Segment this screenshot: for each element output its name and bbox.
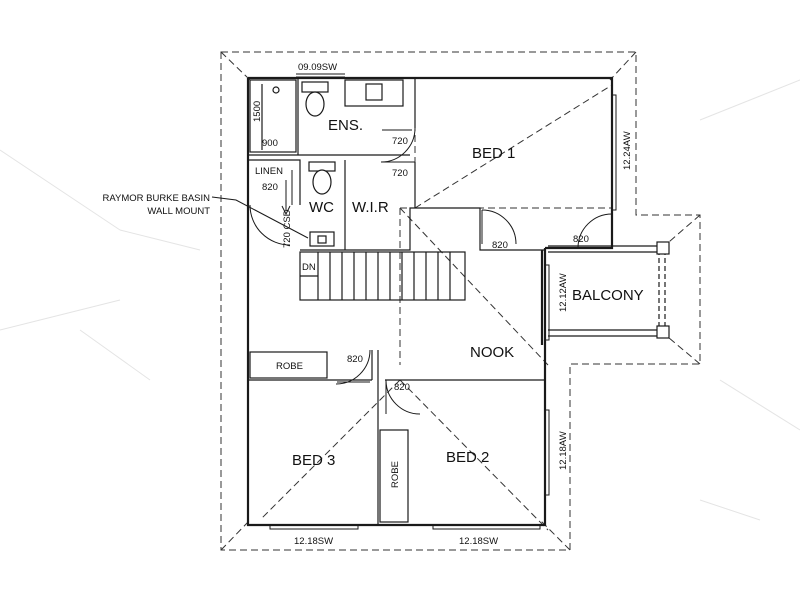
dim-bed3-bottom-window: 12.18SW: [294, 536, 333, 547]
dim-balcony-swing-door: 820: [573, 234, 589, 245]
dim-wc-door: 720 CSD: [282, 209, 293, 248]
linen-label: LINEN: [255, 166, 283, 177]
dim-ens-door-1: 720: [392, 136, 408, 147]
ens-toilet-cistern: [301, 81, 329, 93]
annotation-line-2: WALL MOUNT: [147, 206, 210, 217]
windows: [269, 73, 617, 530]
room-label-wc: WC: [309, 199, 334, 216]
staircase: [299, 251, 466, 301]
robe-label-bed2: ROBE: [390, 461, 401, 488]
room-label-bed1: BED 1: [472, 145, 515, 162]
room-label-nook: NOOK: [470, 344, 514, 361]
stair-dn-label: DN: [302, 262, 316, 273]
room-label-bed3: BED 3: [292, 452, 335, 469]
room-label-bed2: BED 2: [446, 449, 489, 466]
room-label-ens: ENS.: [328, 117, 363, 134]
dim-bed1-door: 820: [492, 240, 508, 251]
dim-top-window: 09.09SW: [298, 62, 337, 73]
dim-bed3-door: 820: [347, 354, 363, 365]
balcony-post-bottom: [656, 325, 670, 339]
background-lines: [0, 79, 800, 521]
robes: [249, 351, 409, 523]
dim-bed2-side-window: 12.18AW: [558, 431, 569, 470]
robe-label-bed3: ROBE: [276, 361, 303, 372]
fixtures: [249, 79, 404, 247]
room-label-balcony: BALCONY: [572, 287, 644, 304]
dim-bed2-door: 820: [394, 382, 410, 393]
balcony: [548, 241, 670, 339]
dim-balcony-door: 12.12AW: [558, 273, 569, 312]
dim-linen-door: 820: [262, 182, 278, 193]
shower: [249, 79, 297, 153]
dim-ens-door-2: 720: [392, 168, 408, 179]
internal-walls: [248, 78, 545, 525]
dim-bed2-bottom-window: 12.18SW: [459, 536, 498, 547]
annotation-line-1: RAYMOR BURKE BASIN: [102, 193, 210, 204]
wc-toilet: [312, 169, 332, 195]
dim-shower-width: 900: [262, 138, 278, 149]
doors: [249, 127, 613, 415]
dim-shower-length: 1500: [252, 101, 263, 122]
annotation-leader: [211, 196, 309, 239]
room-label-wir: W.I.R: [352, 199, 389, 216]
ens-toilet: [305, 91, 325, 117]
ens-basin: [365, 83, 383, 101]
dim-bed1-window: 12.24AW: [622, 131, 633, 170]
balcony-post-top: [656, 241, 670, 255]
